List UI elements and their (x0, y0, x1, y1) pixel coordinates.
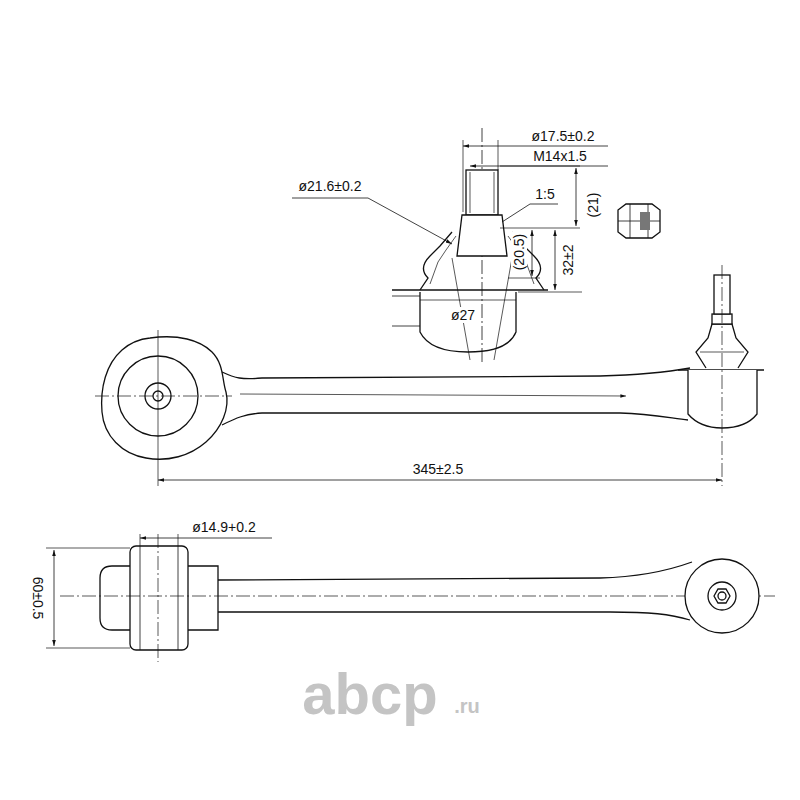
watermark-logo: .ru (452, 695, 482, 717)
dimension-label: ø17.5±0.2 (530, 128, 597, 144)
watermark-logo: abcp (300, 664, 439, 724)
thread-label: M14x1.5 (531, 148, 589, 164)
dimension-label: 32±2 (560, 242, 576, 277)
side-view (46, 534, 775, 662)
dimension-label: (21) (585, 191, 601, 220)
dimension-label: (20.5) (511, 232, 527, 273)
taper-label: 1:5 (533, 186, 556, 202)
dimension-label: ø21.6±0.2 (297, 178, 364, 194)
dimension-label: 345±2.5 (411, 461, 466, 477)
dimension-label: ø14.9+0.2 (190, 519, 257, 535)
nut-icon (618, 204, 660, 238)
dimension-label: ø27 (449, 307, 477, 323)
dimension-label: 60±0.5 (30, 575, 46, 622)
top-view (95, 265, 764, 486)
detail-view (292, 128, 660, 362)
